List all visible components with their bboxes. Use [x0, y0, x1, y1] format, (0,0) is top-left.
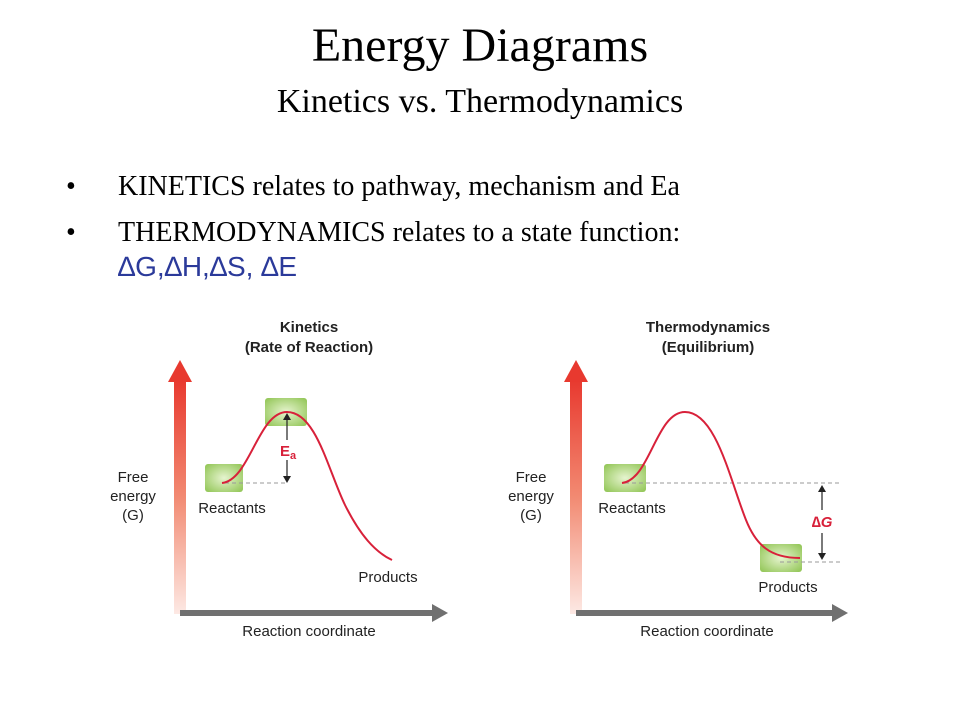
kinetics-title-line2: (Rate of Reaction)	[245, 339, 373, 356]
kinetics-y-label-line3: (G)	[122, 507, 144, 524]
kinetics-ea-label: Ea	[280, 443, 297, 462]
bullet-thermodynamics: • THERMODYNAMICS relates to a state func…	[60, 216, 940, 285]
kinetics-ea-arrowhead-down	[283, 476, 291, 483]
thermo-products-label: Products	[758, 579, 817, 596]
thermo-reactants-label: Reactants	[598, 500, 666, 517]
thermo-x-axis-arrowhead	[832, 604, 848, 622]
kinetics-x-axis	[180, 610, 434, 616]
kinetics-reactants-box	[205, 464, 243, 492]
kinetics-x-axis-arrowhead	[432, 604, 448, 622]
state-function-g: ∆G,	[118, 251, 165, 282]
thermo-y-axis	[570, 380, 582, 614]
kinetics-y-axis	[174, 380, 186, 614]
kinetics-y-label-line2: energy	[110, 488, 156, 505]
thermo-dg-arrowhead-down	[818, 553, 826, 560]
state-functions: ∆G,∆H,∆S, ∆E	[118, 251, 297, 282]
thermo-y-label-line1: Free	[516, 469, 547, 486]
thermo-y-axis-arrowhead	[564, 360, 588, 382]
thermo-y-label-line2: energy	[508, 488, 554, 505]
bullet-kinetics: • KINETICS relates to pathway, mechanism…	[60, 170, 940, 204]
thermo-title-line2: (Equilibrium)	[662, 339, 755, 356]
kinetics-y-label-line1: Free	[118, 469, 149, 486]
thermo-x-axis	[576, 610, 834, 616]
kinetics-title-line1: Kinetics	[280, 319, 338, 336]
slide-subtitle: Kinetics vs. Thermodynamics	[276, 83, 684, 120]
bullet-kinetics-text: KINETICS relates to pathway, mechanism a…	[118, 171, 680, 202]
kinetics-y-axis-arrowhead	[168, 360, 192, 382]
thermo-reactants-box	[604, 464, 646, 492]
thermo-energy-curve	[621, 410, 801, 559]
kinetics-ea-arrowhead-up	[283, 413, 291, 420]
slide-title: Energy Diagrams	[311, 19, 649, 72]
kinetics-x-label: Reaction coordinate	[242, 623, 375, 640]
kinetics-reactants-label: Reactants	[198, 500, 266, 517]
kinetics-products-label: Products	[358, 569, 417, 586]
bullet-thermodynamics-text: THERMODYNAMICS relates to a state functi…	[118, 217, 681, 248]
thermo-dg-arrowhead-up	[818, 485, 826, 492]
thermo-x-label: Reaction coordinate	[640, 623, 773, 640]
thermo-dg-label: ∆G	[812, 514, 833, 531]
bullet-marker: •	[66, 217, 76, 248]
thermodynamics-diagram: Thermodynamics (Equilibrium) Free energy…	[508, 319, 848, 640]
bullet-list: • KINETICS relates to pathway, mechanism…	[60, 170, 940, 297]
bullet-marker: •	[66, 171, 76, 202]
kinetics-energy-curve	[221, 410, 393, 561]
kinetics-diagram: Kinetics (Rate of Reaction) Free energy …	[110, 319, 448, 640]
state-function-rest: ∆H,∆S, ∆E	[164, 251, 298, 282]
thermo-y-label-line3: (G)	[520, 507, 542, 524]
thermo-title-line1: Thermodynamics	[646, 319, 770, 336]
